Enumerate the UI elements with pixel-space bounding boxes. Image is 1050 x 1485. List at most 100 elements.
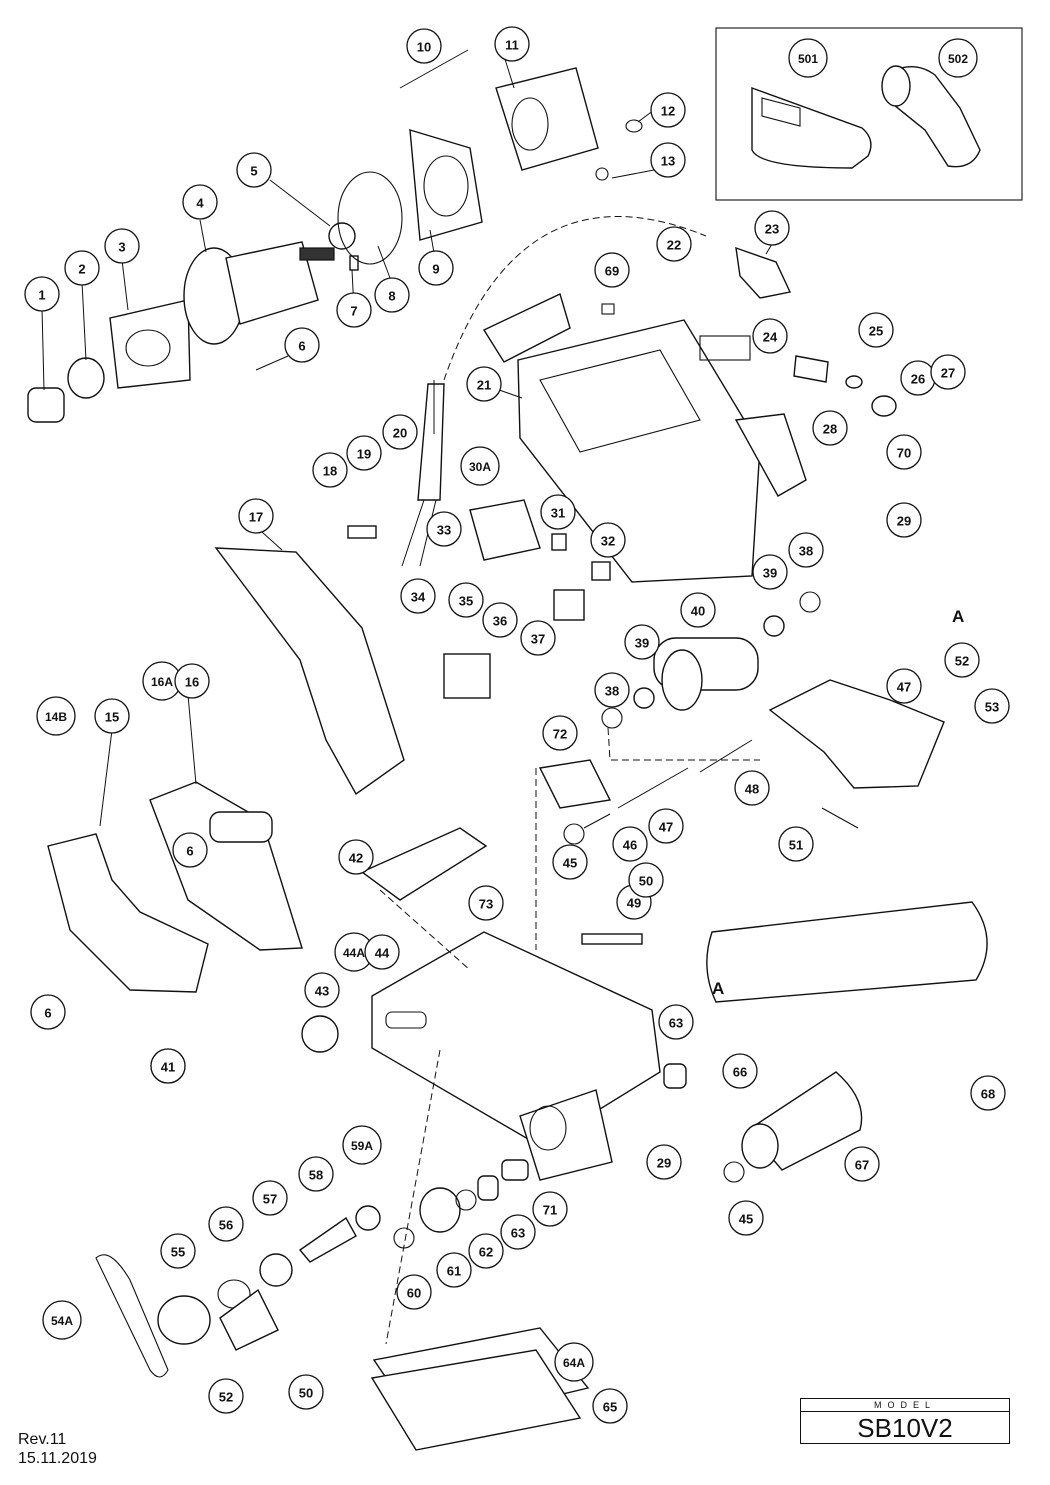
callout-circle (612, 826, 648, 862)
washer-12-part (625, 119, 643, 133)
callout-label: 26 (911, 372, 925, 387)
wire-left (401, 499, 425, 567)
callout-53: 53 (974, 688, 1010, 724)
callout-circle (396, 1274, 432, 1310)
callout-label: 48 (745, 782, 759, 797)
model-caption: MODEL (801, 1399, 1009, 1412)
callout-label: 60 (407, 1286, 421, 1301)
callout-label: 23 (765, 222, 779, 237)
sanding-belt-part (706, 901, 988, 1003)
callout-circle (970, 1075, 1006, 1111)
callout-2: 2 (64, 250, 100, 286)
callout-label: 6 (298, 339, 305, 354)
callout-label: 12 (661, 104, 675, 119)
assembly-line-c (379, 889, 471, 971)
callout-label: 47 (659, 820, 673, 835)
callout-54a: 54A (42, 1300, 82, 1340)
callout-circle (592, 1388, 628, 1424)
callout-label: 36 (493, 614, 507, 629)
callout-66: 66 (722, 1053, 758, 1089)
stator-screw-part (399, 49, 469, 89)
washer-38-right (799, 591, 821, 613)
dust-cover-42-part (360, 827, 488, 901)
callout-circle (382, 414, 418, 450)
callout-circle (36, 696, 76, 736)
callout-label: 29 (897, 514, 911, 529)
callout-label: 27 (941, 366, 955, 381)
callout-circle (722, 1053, 758, 1089)
revision-number: Rev.11 (18, 1431, 67, 1448)
revision-date: 15.11.2019 (18, 1450, 97, 1467)
callout-label: 44 (375, 946, 390, 961)
callout-label: 57 (263, 1192, 277, 1207)
washer-45-part (563, 823, 585, 845)
handle-grip-part (482, 293, 571, 363)
base-frame-part (371, 931, 661, 1147)
callout-label: 69 (605, 264, 619, 279)
callout-circle (752, 318, 788, 354)
callout-circle (406, 28, 442, 64)
callout-circle (284, 327, 320, 363)
callout-circle (24, 276, 60, 312)
callout-44a: 44A (334, 932, 374, 972)
callout-label: 46 (623, 838, 637, 853)
cord-armor-part (417, 383, 445, 501)
callout-circle (436, 1252, 472, 1288)
callout-circle (42, 1300, 82, 1340)
callout-circle (844, 1146, 880, 1182)
callout-4: 4 (182, 184, 218, 220)
callout-16a: 16A (142, 661, 182, 701)
callout-label: 32 (601, 534, 615, 549)
sleeve-63-lower-part (477, 1175, 499, 1201)
callout-47: 47 (886, 668, 922, 704)
callout-circle (886, 434, 922, 470)
callout-label: 13 (661, 154, 675, 169)
callout-circle (304, 972, 340, 1008)
dust-bag-label (761, 97, 801, 127)
callout-label: 9 (432, 262, 439, 277)
rubber-ring-part (337, 171, 403, 265)
fan-guide-part (109, 299, 191, 389)
callout-circle (238, 498, 274, 534)
callout-circle (364, 934, 400, 970)
callout-21: 21 (466, 366, 502, 402)
callout-label: 35 (459, 594, 473, 609)
screw-6-top-part (255, 355, 289, 371)
shaft-71-part (501, 1159, 529, 1181)
callout-label: 52 (955, 654, 969, 669)
callout-circle (236, 152, 272, 188)
v-belt-part (95, 1254, 169, 1378)
callout-30a: 30A (460, 446, 500, 486)
retaining-ring-45-part (723, 1161, 745, 1183)
callout-label: 68 (981, 1087, 995, 1102)
side-cover-14b-part (47, 833, 209, 993)
callout-circle (448, 582, 484, 618)
callout-circle (540, 494, 576, 530)
callout-17: 17 (238, 498, 274, 534)
callout-label: 8 (388, 289, 395, 304)
callout-label: 4 (196, 196, 204, 211)
callout-label: 47 (897, 680, 911, 695)
callout-3: 3 (104, 228, 140, 264)
callout-label: 34 (411, 590, 426, 605)
callout-24: 24 (752, 318, 788, 354)
callout-label: 59A (351, 1139, 373, 1153)
callout-70: 70 (886, 434, 922, 470)
callout-circle (648, 808, 684, 844)
callout-circle (658, 1004, 694, 1040)
housing-cover-part (734, 413, 807, 497)
callout-label: 37 (531, 632, 545, 647)
roller-shaft-part (617, 767, 689, 809)
handle-16-part (149, 781, 303, 951)
callout-circle (494, 26, 530, 62)
callout-73: 73 (468, 885, 504, 921)
bearing-part (67, 357, 105, 399)
callout-56: 56 (208, 1206, 244, 1242)
capacitor-32-part (591, 561, 611, 581)
armature-shaft-part (299, 247, 335, 261)
assembly-line-b (385, 1049, 441, 1345)
dust-nozzle-part (887, 66, 981, 168)
callout-label: 38 (799, 544, 813, 559)
handle-nozzle-part (209, 811, 273, 843)
